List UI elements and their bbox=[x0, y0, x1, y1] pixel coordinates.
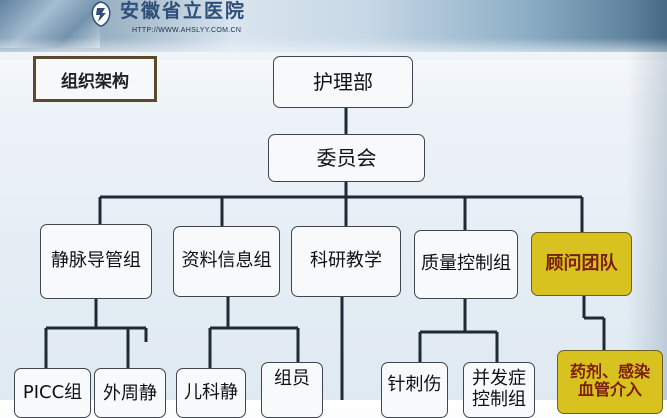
org-node-needlestick: 针刺伤 bbox=[381, 362, 448, 418]
hospital-name: 安徽省立医院 bbox=[120, 0, 247, 22]
org-node-info-group: 资料信息组 bbox=[173, 226, 280, 297]
section-tag: 组织架构 bbox=[33, 56, 157, 102]
org-node-pediatric-iv: 儿科静 bbox=[176, 368, 246, 418]
org-node-quality-control: 质量控制组 bbox=[414, 230, 518, 299]
org-node-committee: 委员会 bbox=[268, 134, 425, 182]
org-node-peripheral-iv: 外周静 bbox=[94, 368, 166, 418]
edge-shadow bbox=[627, 0, 667, 400]
org-node-research-teaching: 科研教学 bbox=[291, 226, 401, 297]
header-fade bbox=[0, 38, 667, 60]
connector-lines bbox=[44, 108, 606, 400]
org-node-complication-control: 并发症控制组 bbox=[463, 362, 535, 418]
org-node-members: 组员 bbox=[261, 362, 323, 418]
org-node-nursing-dept: 护理部 bbox=[273, 56, 413, 108]
hospital-url: HTTP://WWW.AHSLYY.COM.CN bbox=[132, 27, 242, 34]
org-node-iv-catheter-group: 静脉导管组 bbox=[40, 224, 152, 299]
hospital-logo-icon bbox=[91, 1, 111, 27]
org-node-pharmacy-infection: 药剂、感染血管介入 bbox=[557, 350, 663, 414]
org-node-advisory-team: 顾问团队 bbox=[531, 232, 632, 296]
org-node-picc-group: PICC组 bbox=[14, 368, 91, 418]
